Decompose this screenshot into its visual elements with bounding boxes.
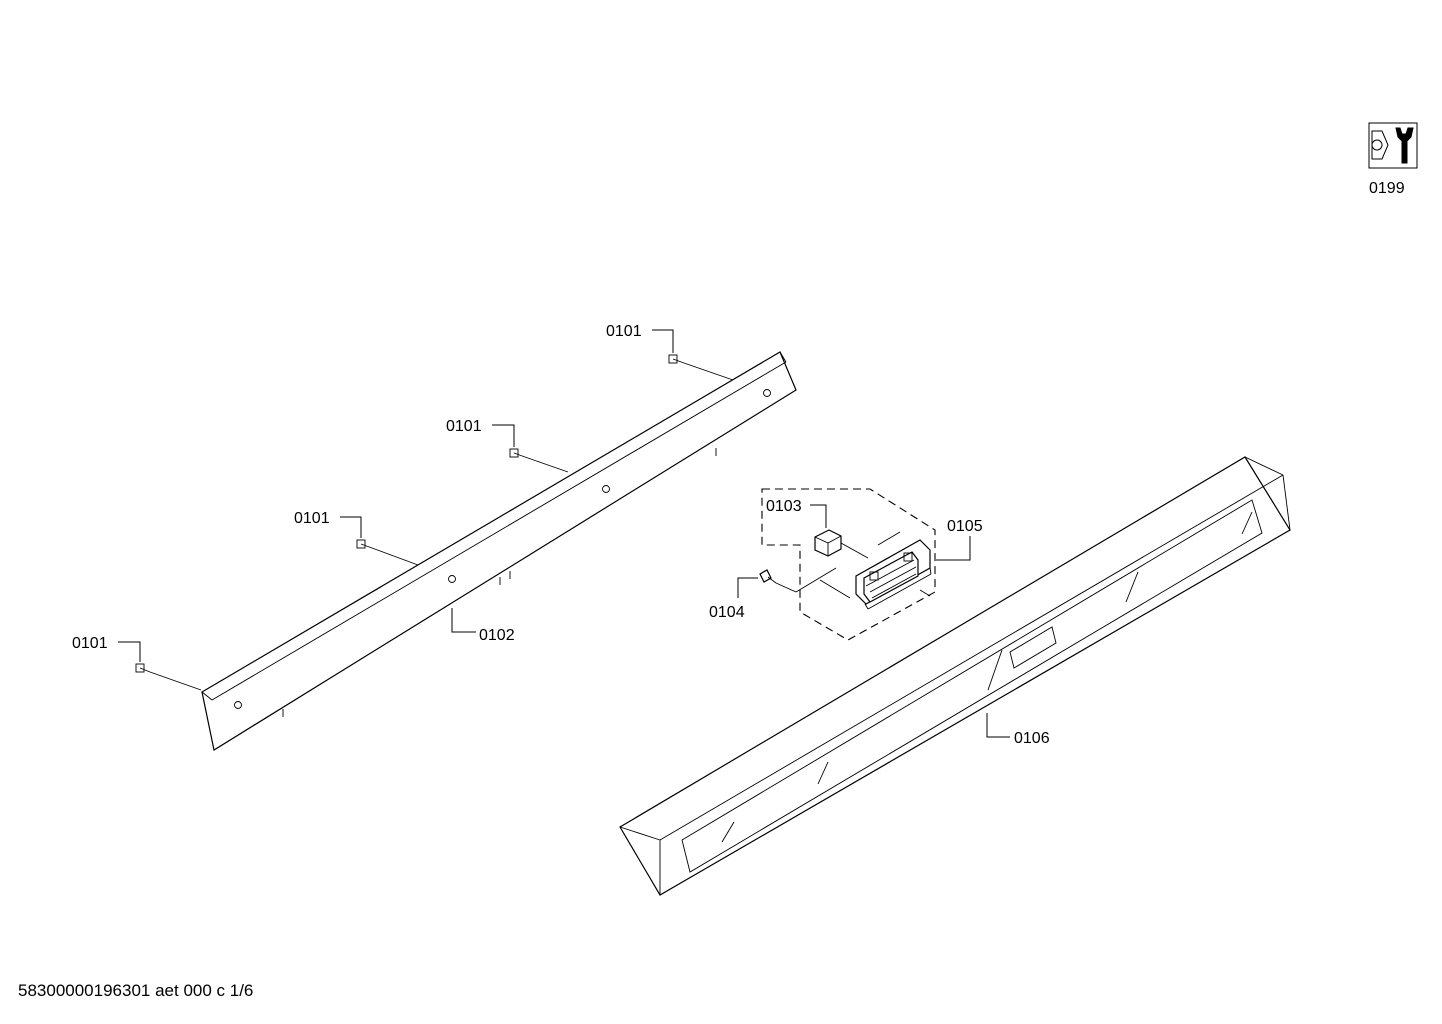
label-0101: 0101 [294,510,330,527]
screw-icon [668,354,734,381]
label-0106: 0106 [1014,730,1050,747]
screw-icon [759,567,851,599]
label-0101: 0101 [606,323,642,340]
label-0199: 0199 [1369,180,1405,197]
connector-block [814,529,869,559]
label-0102: 0102 [479,627,515,644]
screw-icon [509,448,569,473]
label-0101: 0101 [72,635,108,652]
label-0101: 0101 [446,418,482,435]
label-0105: 0105 [947,518,983,535]
drawing-footer-code: 58300000196301 aet 000 c 1/6 [18,981,254,1000]
label-0104: 0104 [709,604,745,621]
hex-nut-wrench-icon [1368,122,1418,169]
screw-icon [356,539,419,566]
mounting-rail [201,351,797,751]
label-0103: 0103 [766,498,802,515]
control-panel-fascia [619,456,1291,896]
electronic-module [855,531,932,610]
screw-icon [135,663,202,691]
